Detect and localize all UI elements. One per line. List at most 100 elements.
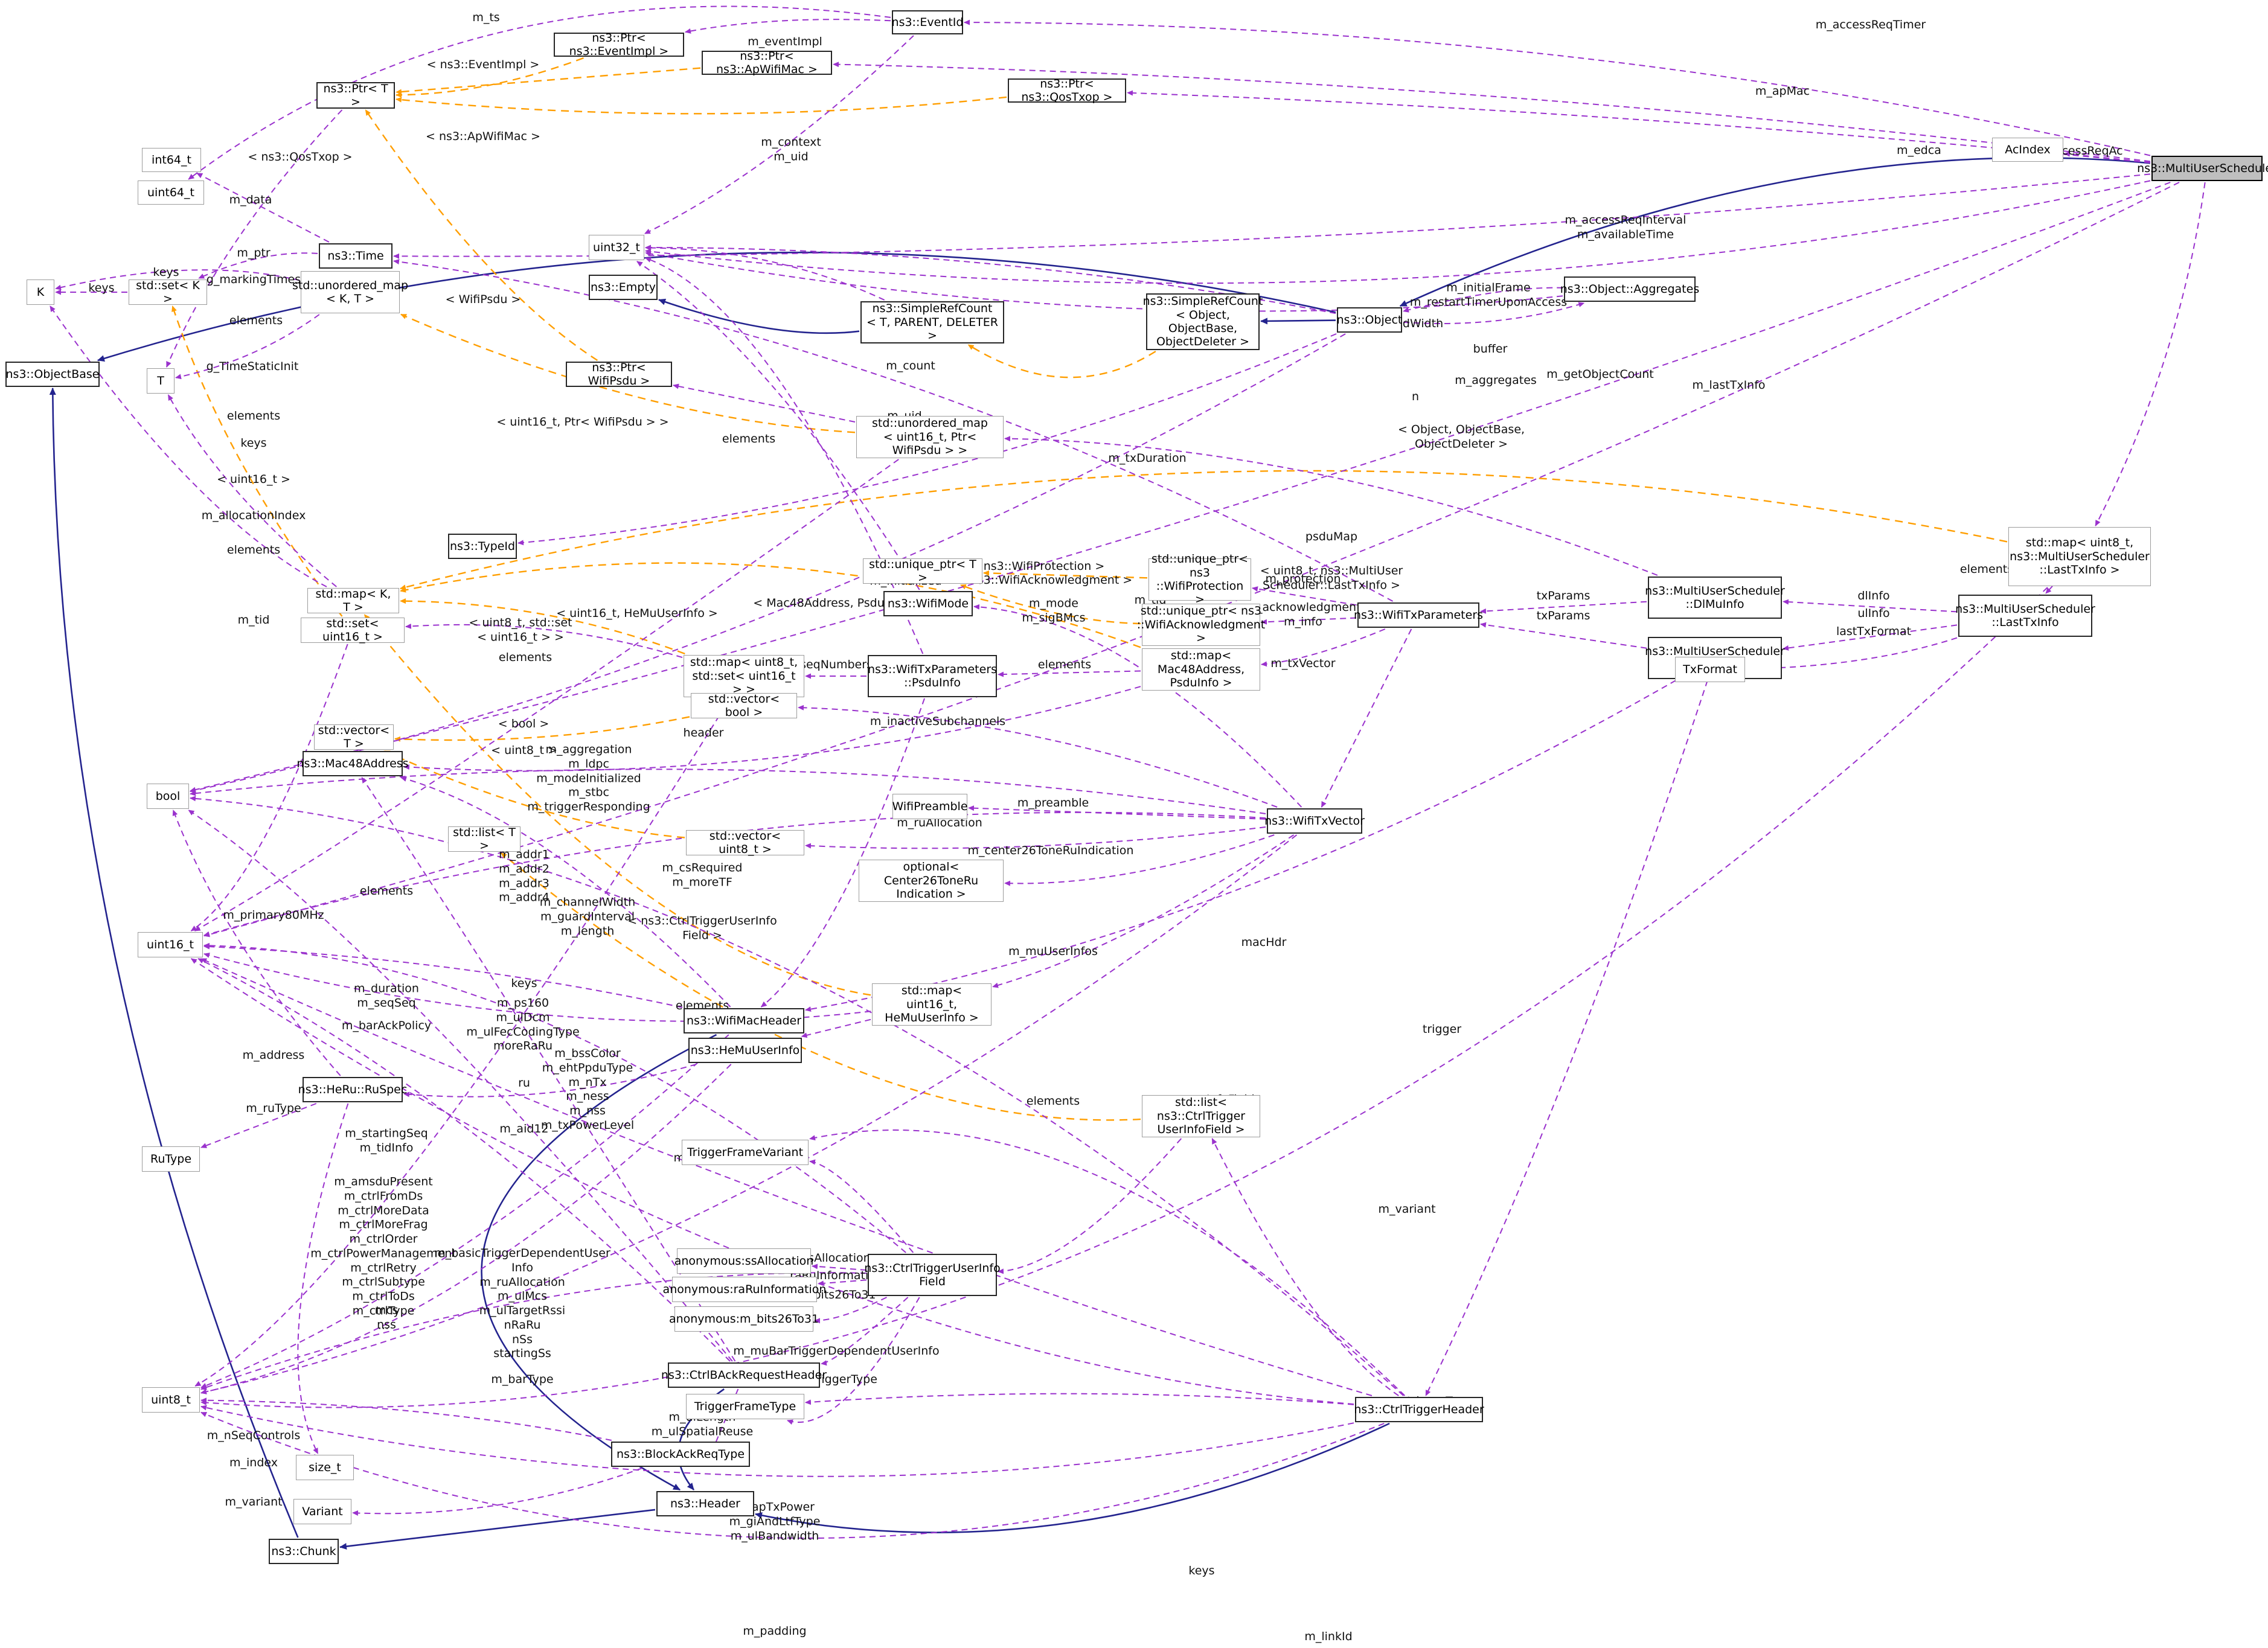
class-node-anon_bits[interactable]: anonymous:m_bits26To31: [669, 1306, 819, 1332]
class-node-map_lasttxinfo[interactable]: std::map< uint8_t, ns3::MultiUserSchedul…: [2008, 527, 2151, 586]
class-node-vector_t[interactable]: std::vector< T >: [314, 724, 394, 750]
class-node-map_hemu[interactable]: std::map< uint16_t, HeMuUserInfo >: [872, 983, 991, 1026]
class-node-lasttxinfo[interactable]: ns3::MultiUserScheduler ::LastTxInfo: [1955, 595, 2095, 637]
class-node-k[interactable]: K: [27, 279, 54, 305]
class-node-set_uint16[interactable]: std::set< uint16_t >: [301, 617, 405, 644]
class-node-vector_uint8[interactable]: std::vector< uint8_t >: [686, 829, 804, 856]
class-node-wifitxparams[interactable]: ns3::WifiTxParameters: [1354, 602, 1483, 628]
edge-ptr_apwifimac-ptr_t: [396, 67, 701, 95]
class-node-empty[interactable]: ns3::Empty: [589, 275, 658, 300]
edge-wifitxvector-uint8: [200, 834, 1298, 1394]
class-node-typeid[interactable]: ns3::TypeId: [448, 534, 517, 559]
edge-mus-time: [393, 173, 2151, 259]
edge-map_lasttxinfo-map_kt: [400, 470, 2008, 590]
edge-heru_ruspec-bool: [172, 810, 341, 1076]
edge-wifimode-uint32: [636, 261, 920, 590]
edge-ptr_eventimpl-ptr_t: [396, 57, 584, 98]
class-node-ptr_wifipsdu[interactable]: ns3::Ptr< WifiPsdu >: [566, 361, 672, 388]
class-node-set_k[interactable]: std::set< K >: [129, 279, 207, 305]
edge-wifimacheader-uint16: [203, 944, 683, 1008]
class-node-mus[interactable]: ns3::MultiUserScheduler: [2137, 156, 2268, 181]
class-node-map_mac_psdu[interactable]: std::map< Mac48Address, PsduInfo >: [1142, 648, 1260, 691]
class-node-hemuuserinfo[interactable]: ns3::HeMuUserInfo: [688, 1038, 802, 1063]
class-node-anon_ss[interactable]: anonymous:ssAllocation: [674, 1248, 813, 1274]
edge-hemuuserinfo-heru_ruspec: [403, 1064, 697, 1097]
class-node-src_tpd[interactable]: ns3::SimpleRefCount < T, PARENT, DELETER…: [860, 301, 1004, 343]
class-node-time[interactable]: ns3::Time: [319, 243, 392, 269]
edge-ctui_field-anon_bits: [814, 1297, 887, 1324]
edge-wifitxvector-wifipreamble: [968, 805, 1266, 820]
edge-ctrlback-bool: [188, 810, 733, 1362]
class-node-src_obj[interactable]: ns3::SimpleRefCount < Object, ObjectBase…: [1143, 293, 1263, 350]
class-node-mac48[interactable]: ns3::Mac48Address: [296, 751, 409, 776]
edge-map_uint8_set-uint8: [194, 698, 731, 1387]
edge-aggregates-object: [1403, 287, 1563, 313]
edge-wifitxvector-optional_c26: [1004, 834, 1275, 886]
class-node-umap_kt[interactable]: std::unordered_map < K, T >: [292, 271, 408, 313]
edge-wifitxparams-uptr_prot: [1252, 586, 1357, 606]
class-node-int64[interactable]: int64_t: [142, 148, 201, 172]
edge-eventid-ptr_eventimpl: [685, 19, 891, 34]
class-node-ptr_eventimpl[interactable]: ns3::Ptr< ns3::EventImpl >: [554, 31, 684, 58]
class-node-tfvariant[interactable]: TriggerFrameVariant: [682, 1140, 809, 1165]
class-node-list_ctui[interactable]: std::list< ns3::CtrlTrigger UserInfoFiel…: [1142, 1095, 1260, 1137]
edge-map_hemu-map_kt: [364, 614, 871, 996]
class-node-uint64[interactable]: uint64_t: [138, 180, 204, 205]
class-node-tftype[interactable]: TriggerFrameType: [686, 1394, 804, 1419]
class-node-uptr_t[interactable]: std::unique_ptr< T >: [863, 558, 982, 584]
edge-ctui_field-uint16: [203, 942, 906, 1253]
edge-wifitxvector-vector_uint8: [805, 826, 1266, 849]
class-node-vector_bool[interactable]: std::vector< bool >: [691, 692, 797, 719]
class-node-acindex[interactable]: AcIndex: [1992, 138, 2063, 162]
edge-ctui_field-anon_raru: [818, 1279, 867, 1286]
class-node-size_t[interactable]: size_t: [296, 1455, 354, 1480]
class-node-ctui_field[interactable]: ns3::CtrlTriggerUserInfo Field: [864, 1254, 1001, 1296]
edge-object-aggregates: [1403, 302, 1585, 324]
class-node-dlmuinfo[interactable]: ns3::MultiUserScheduler ::DlMuInfo: [1645, 576, 1785, 619]
class-node-anon_raru[interactable]: anonymous:raRuInformation: [663, 1277, 826, 1302]
class-node-umap_psdu[interactable]: std::unordered_map < uint16_t, Ptr< Wifi…: [856, 416, 1004, 458]
class-node-bool[interactable]: bool: [147, 784, 189, 809]
class-node-rutype[interactable]: RuType: [142, 1146, 200, 1172]
class-node-objectbase[interactable]: ns3::ObjectBase: [5, 362, 100, 387]
class-node-list_t[interactable]: std::list< T >: [448, 826, 521, 852]
edge-umap_kt-t: [175, 314, 320, 380]
edge-wifitxvector-vector_bool: [798, 704, 1278, 808]
class-node-object[interactable]: ns3::Object: [1337, 307, 1402, 333]
class-node-optional_c26[interactable]: optional< Center26ToneRu Indication >: [859, 860, 1004, 902]
class-node-ctrlback[interactable]: ns3::CtrlBAckRequestHeader: [661, 1362, 827, 1388]
class-node-ptr_t[interactable]: ns3::Ptr< T >: [316, 82, 395, 109]
edge-lasttxinfo-txformat: [1746, 637, 1958, 672]
class-node-ptr_qostxop[interactable]: ns3::Ptr< ns3::QosTxop >: [1008, 77, 1126, 104]
edge-map_mac_psdu-map_kt: [400, 562, 1141, 648]
class-node-ctrltriggerheader[interactable]: ns3::CtrlTriggerHeader: [1354, 1397, 1484, 1422]
class-node-heru_ruspec[interactable]: ns3::HeRu::RuSpec: [298, 1077, 407, 1102]
class-node-map_kt[interactable]: std::map< K, T >: [307, 587, 399, 614]
edge-eventid-uint64: [188, 5, 891, 180]
edge-time-set_k: [198, 252, 318, 279]
class-node-uint16[interactable]: uint16_t: [138, 932, 203, 957]
edge-list_ctui-ctui_field: [998, 1138, 1182, 1274]
class-node-wifimacheader[interactable]: ns3::WifiMacHeader: [684, 1008, 804, 1033]
class-node-eventid[interactable]: ns3::EventId: [892, 10, 963, 34]
class-node-uint8[interactable]: uint8_t: [142, 1387, 200, 1413]
edge-time-int64: [196, 173, 330, 243]
class-node-aggregates[interactable]: ns3::Object::Aggregates: [1560, 276, 1699, 302]
edge-heru_ruspec-size_t: [297, 1103, 349, 1454]
edge-object-bool: [190, 333, 1346, 793]
class-node-ptr_apwifimac[interactable]: ns3::Ptr< ns3::ApWifiMac >: [702, 50, 832, 76]
class-node-header[interactable]: ns3::Header: [656, 1491, 754, 1516]
class-node-chunk[interactable]: ns3::Chunk: [269, 1539, 339, 1564]
class-node-map_uint8_set[interactable]: std::map< uint8_t, std::set< uint16_t > …: [684, 655, 804, 697]
class-node-wifitxvector[interactable]: ns3::WifiTxVector: [1264, 808, 1365, 834]
class-node-uptr_ack[interactable]: std::unique_ptr< ns3 ::WifiAcknowledgmen…: [1136, 604, 1266, 646]
class-node-uint32[interactable]: uint32_t: [589, 235, 644, 260]
class-node-variant[interactable]: Variant: [293, 1499, 351, 1524]
class-node-blockackreqtype[interactable]: ns3::BlockAckReqType: [611, 1442, 750, 1467]
class-node-wifipreamble[interactable]: WifiPreamble: [892, 794, 968, 819]
class-node-psduinfo[interactable]: ns3::WifiTxParameters ::PsduInfo: [868, 655, 997, 697]
class-node-wifimode[interactable]: ns3::WifiMode: [883, 591, 973, 616]
class-node-txformat[interactable]: TxFormat: [1675, 657, 1745, 682]
class-node-t[interactable]: T: [147, 368, 175, 394]
class-node-uptr_prot[interactable]: std::unique_ptr< ns3 ::WifiProtection >: [1148, 552, 1251, 606]
